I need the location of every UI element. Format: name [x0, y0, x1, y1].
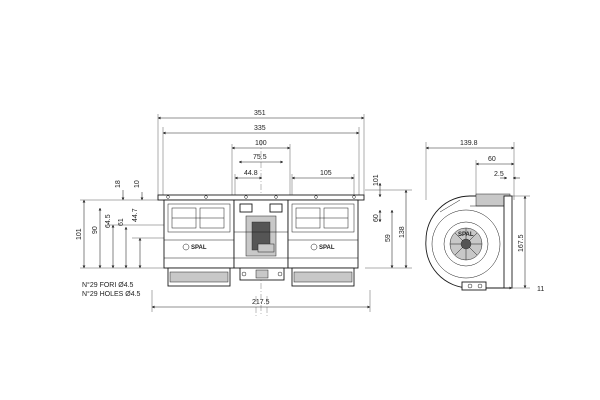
dim-left-44-7: 44.7 — [132, 208, 139, 222]
dim-side-2-5: 2.5 — [494, 171, 504, 178]
dim-mounting-width: 335 — [254, 125, 266, 132]
side-view: 139.8 60 2.5 SPAL — [425, 140, 544, 293]
bottom-dimension: 217.5 — [151, 290, 371, 318]
front-view: 351 335 100 75.5 44.8 105 — [76, 110, 412, 318]
side-top-dimensions: 139.8 60 2.5 — [425, 140, 520, 200]
dim-offset-44: 44.8 — [244, 170, 258, 177]
dim-outlet-105: 105 — [320, 170, 332, 177]
side-right-dimensions: 167.5 11 — [500, 195, 544, 293]
dim-side-width: 139.8 — [460, 140, 478, 147]
dim-right-60: 60 — [373, 214, 380, 222]
dim-side-11: 11 — [537, 286, 544, 293]
blower-body: SPAL SPAL — [157, 194, 365, 287]
dim-overall-width: 351 — [254, 110, 266, 117]
logo-right: SPAL — [319, 245, 335, 251]
dim-side-60: 60 — [488, 156, 496, 163]
dim-left-10: 10 — [134, 180, 141, 188]
dim-side-height: 167.5 — [518, 234, 525, 252]
logo-side: SPAL — [458, 232, 474, 238]
dim-base-217: 217.5 — [252, 299, 270, 306]
dim-left-18: 18 — [115, 180, 122, 188]
right-dimensions: 101 60 59 138 — [365, 174, 412, 269]
holes-note-en: N°29 HOLES Ø4.5 — [82, 290, 141, 298]
holes-note-it: N°29 FORI Ø4.5 — [82, 281, 134, 289]
dim-left-61: 61 — [118, 218, 125, 226]
connector-block — [257, 243, 275, 253]
dim-right-59: 59 — [385, 234, 392, 242]
dim-left-90: 90 — [92, 226, 99, 234]
dim-left-64: 64.5 — [105, 214, 112, 228]
dim-center-75: 75.5 — [253, 154, 267, 161]
logo-left: SPAL — [191, 245, 207, 251]
dim-depth-101: 101 — [373, 174, 380, 186]
left-dimensions: 101 90 64.5 61 44.7 18 10 — [76, 180, 175, 269]
top-dimensions: 351 335 100 75.5 44.8 105 — [157, 110, 365, 315]
dim-right-138: 138 — [399, 226, 406, 238]
dim-left-101: 101 — [76, 228, 83, 240]
